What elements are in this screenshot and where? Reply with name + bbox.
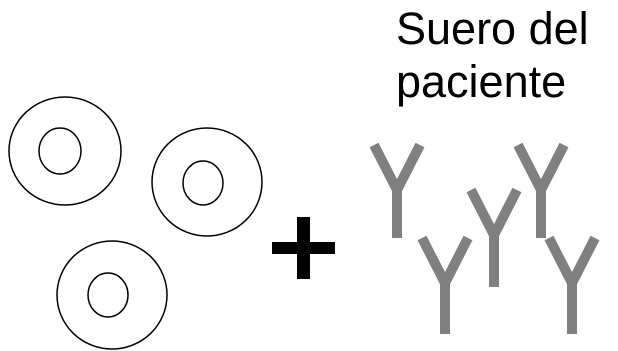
serum-label-line-1: Suero del (396, 3, 589, 54)
antibody-icon (417, 235, 473, 334)
cell-icon (56, 240, 168, 350)
cell-icon (8, 96, 122, 206)
serum-label: Suero del paciente (396, 2, 589, 108)
antibody-icon (369, 142, 425, 238)
serum-label-line-2: paciente (396, 56, 567, 107)
antibody-icon (544, 235, 600, 334)
antibody-icon (513, 142, 569, 238)
cell-icon (151, 127, 263, 237)
plus-icon (272, 217, 335, 279)
antibody-icon (466, 187, 522, 287)
